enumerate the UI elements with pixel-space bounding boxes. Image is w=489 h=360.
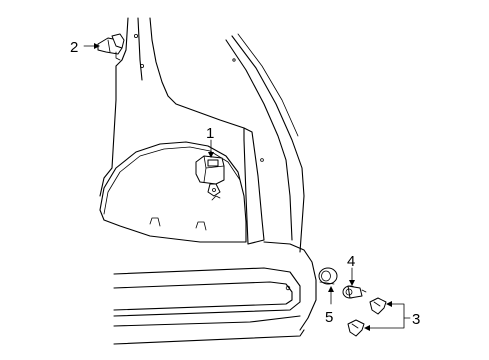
- part-5-grommet: [318, 267, 338, 285]
- part-1-module: [195, 155, 225, 197]
- part-4-sensor: [342, 285, 367, 299]
- callout-3: 3: [412, 311, 420, 328]
- callout-2: 2: [70, 39, 78, 56]
- callout-1: 1: [206, 125, 214, 142]
- part-2-bracket: [97, 33, 125, 61]
- floor-and-bumper: [113, 241, 317, 345]
- part-3-retainers: [347, 297, 387, 337]
- quarter-panel-outline: [99, 17, 305, 253]
- leader-lines: [83, 43, 411, 331]
- callout-5: 5: [325, 309, 333, 326]
- callout-4: 4: [347, 253, 355, 270]
- wheelhouse-liner: [99, 141, 247, 243]
